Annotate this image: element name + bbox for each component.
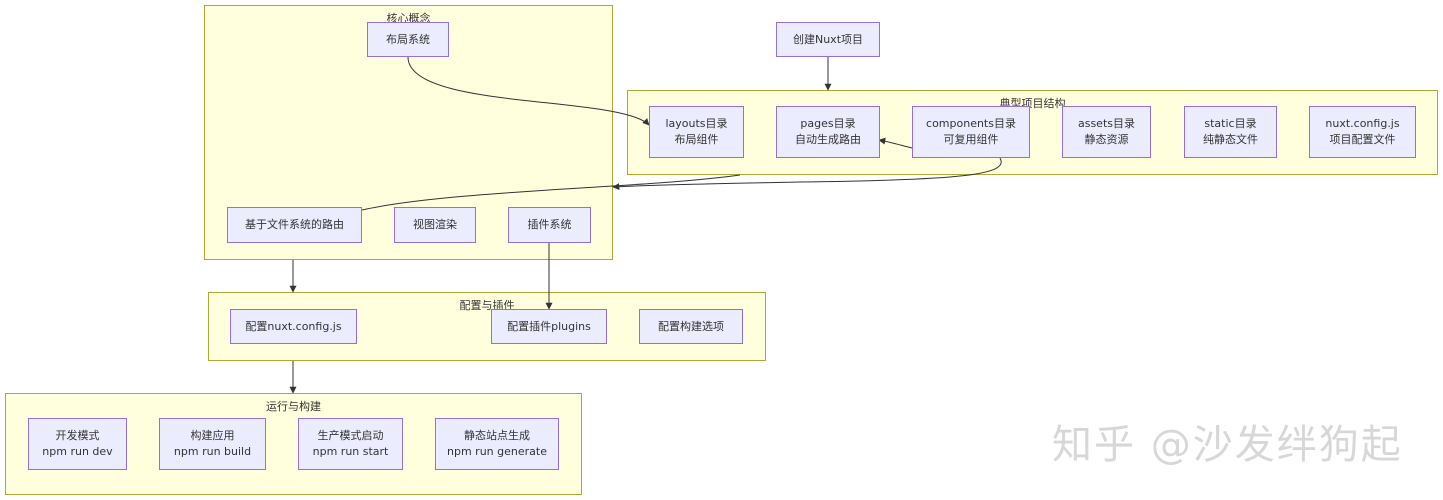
node-prod-start[interactable]: 生产模式启动 npm run start <box>298 418 403 470</box>
node-label-line2: 自动生成路由 <box>795 133 861 146</box>
node-label-line1: 构建应用 <box>190 429 235 442</box>
node-label: 创建Nuxt项目 <box>792 32 864 46</box>
node-label-line2: npm run build <box>173 445 252 458</box>
node-label: 配置构建选项 <box>658 319 724 333</box>
node-label: 视图渲染 <box>413 218 457 231</box>
node-components-dir[interactable]: components目录 可复用组件 <box>912 106 1030 158</box>
node-layouts-dir[interactable]: layouts目录 布局组件 <box>649 106 744 158</box>
node-plugin-system[interactable]: 插件系统 <box>508 207 591 243</box>
node-label-line1: 生产模式启动 <box>317 429 384 442</box>
node-view-render[interactable]: 视图渲染 <box>394 207 476 243</box>
node-label-line2: npm run dev <box>42 445 113 458</box>
node-build-app[interactable]: 构建应用 npm run build <box>159 418 266 470</box>
node-label: 基于文件系统的路由 <box>245 218 344 231</box>
node-file-routing[interactable]: 基于文件系统的路由 <box>227 207 362 243</box>
node-static-generate[interactable]: 静态站点生成 npm run generate <box>435 418 559 470</box>
node-create-nuxt-project[interactable]: 创建Nuxt项目 <box>776 22 880 57</box>
node-label: 插件系统 <box>527 218 572 231</box>
cluster-title-run: 运行与构建 <box>266 400 321 413</box>
node-label-line1: components目录 <box>926 117 1016 130</box>
node-label-line1: 开发模式 <box>55 429 100 442</box>
cluster-title-config: 配置与插件 <box>459 299 515 312</box>
node-label: 配置插件plugins <box>507 319 591 333</box>
node-label-line1: 静态站点生成 <box>464 429 530 442</box>
node-static-dir[interactable]: static目录 纯静态文件 <box>1184 106 1277 158</box>
node-label-line1: assets目录 <box>1077 117 1135 130</box>
node-label-line1: static目录 <box>1204 117 1257 130</box>
node-label-line2: 可复用组件 <box>943 133 999 146</box>
node-label-line1: pages目录 <box>800 117 856 130</box>
cluster-title-core: 核心概念 <box>386 12 431 25</box>
node-label-line2: 纯静态文件 <box>1203 133 1258 146</box>
node-config-build[interactable]: 配置构建选项 <box>639 309 743 344</box>
node-label-line2: 项目配置文件 <box>1329 133 1396 146</box>
node-label-line2: 静态资源 <box>1084 133 1129 146</box>
node-label-line1: nuxt.config.js <box>1325 117 1400 130</box>
node-label: 布局系统 <box>386 32 430 46</box>
node-label-line2: npm run generate <box>447 445 547 458</box>
node-pages-dir[interactable]: pages目录 自动生成路由 <box>776 106 880 158</box>
node-nuxt-config-file[interactable]: nuxt.config.js 项目配置文件 <box>1309 106 1416 158</box>
node-config-nuxt-config[interactable]: 配置nuxt.config.js <box>230 309 357 344</box>
node-label: 配置nuxt.config.js <box>245 319 342 333</box>
node-config-plugins[interactable]: 配置插件plugins <box>491 309 607 344</box>
watermark: 知乎 @沙发绊狗起 <box>1052 422 1403 468</box>
node-assets-dir[interactable]: assets目录 静态资源 <box>1062 106 1151 158</box>
node-layout-system[interactable]: 布局系统 <box>367 22 449 57</box>
node-label-line2: 布局组件 <box>674 133 719 146</box>
node-label-line1: layouts目录 <box>665 117 728 130</box>
node-dev-mode[interactable]: 开发模式 npm run dev <box>28 418 127 470</box>
node-label-line2: npm run start <box>312 445 389 458</box>
